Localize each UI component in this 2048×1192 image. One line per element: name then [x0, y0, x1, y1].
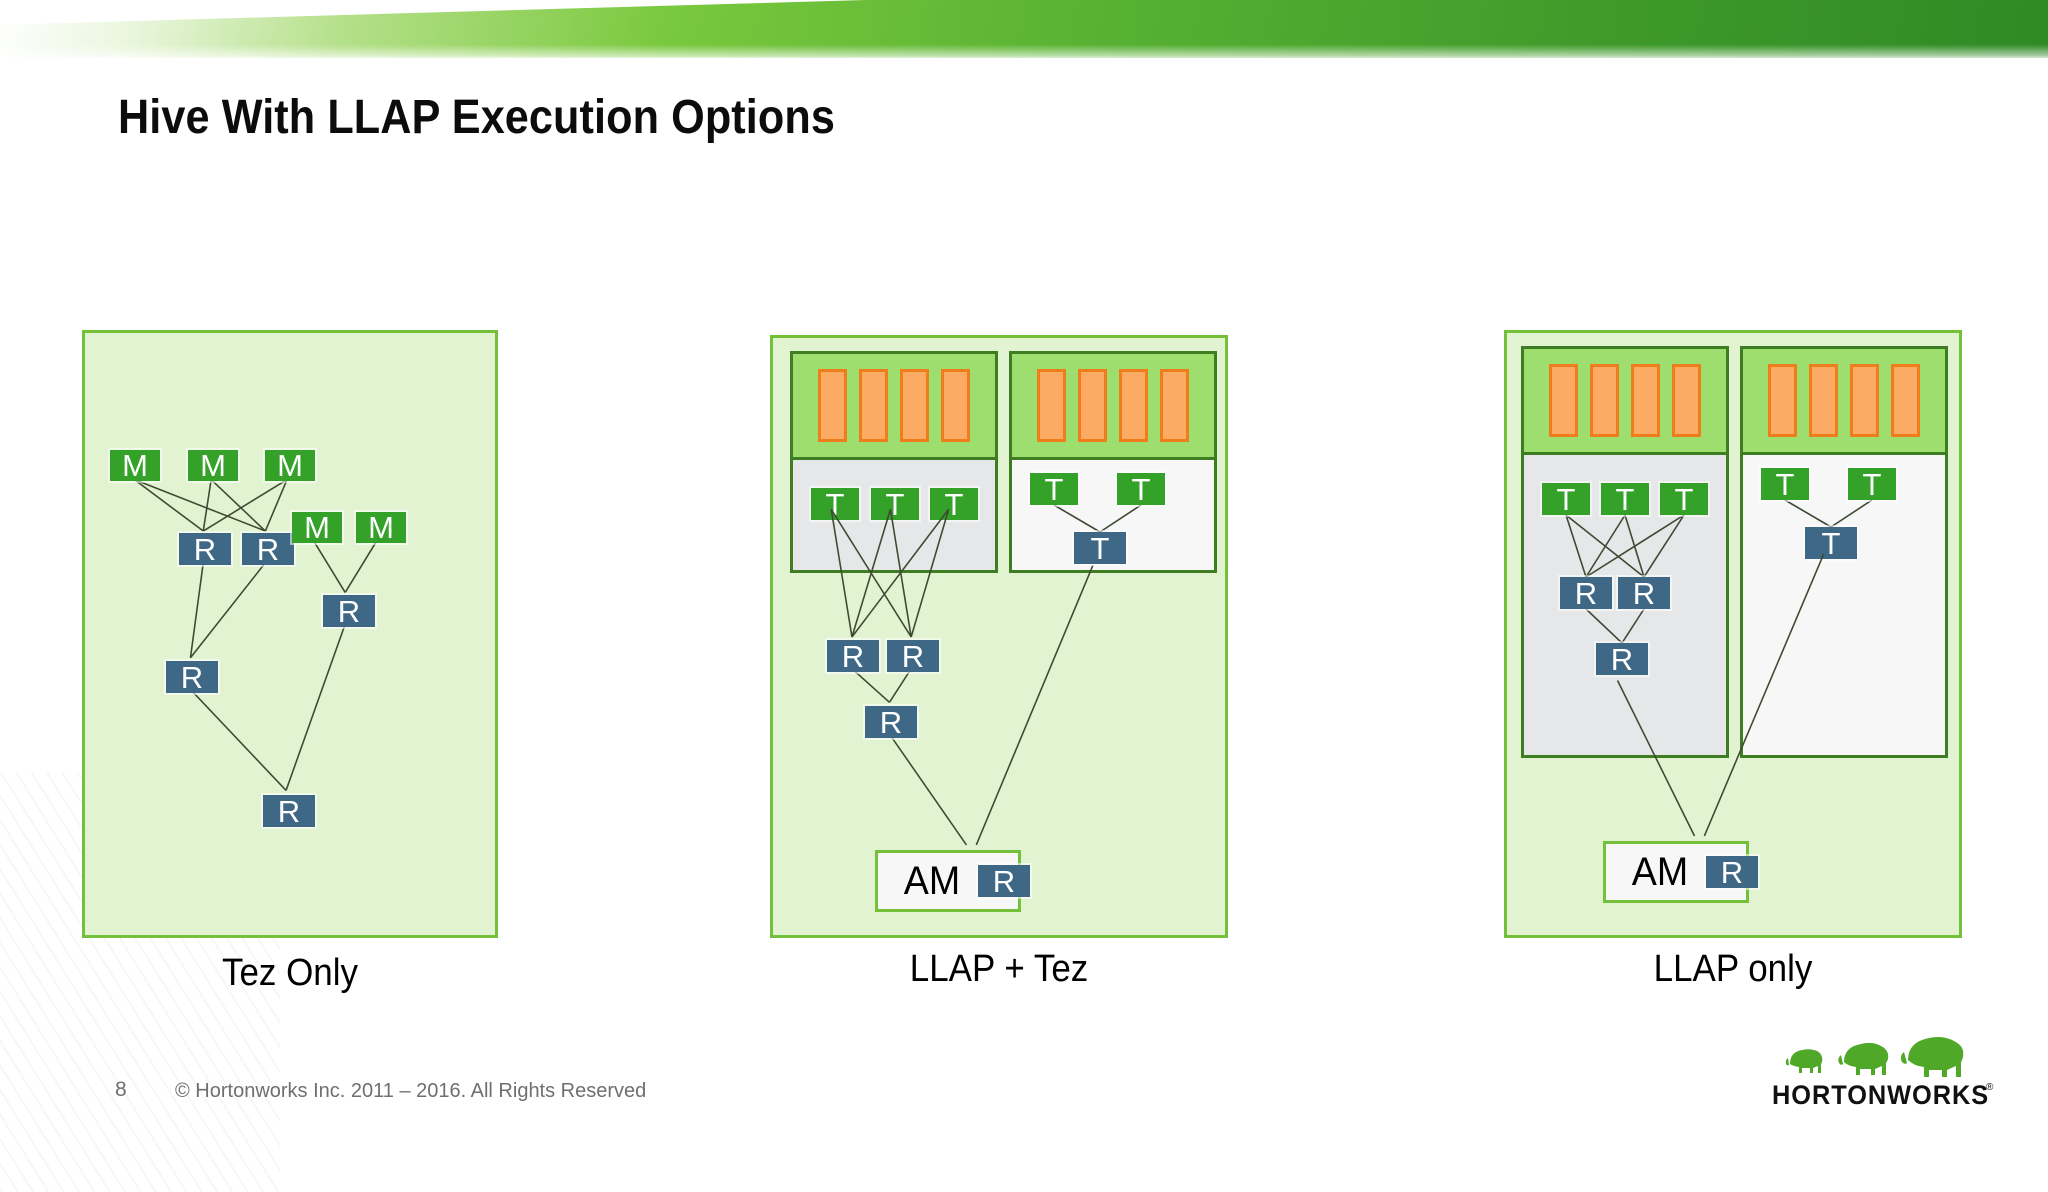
- daemon-right-edges: [1784, 499, 1873, 528]
- panel-caption-tez-only: Tez Only: [221, 952, 358, 994]
- application-master-box[interactable]: AM R: [875, 850, 1030, 912]
- node-task-blue[interactable]: T: [1074, 532, 1126, 564]
- page-title: Hive With LLAP Execution Options: [118, 91, 835, 144]
- node-reducer[interactable]: R: [263, 795, 315, 827]
- executor-slot: [941, 369, 970, 442]
- daemon-task-area: T T T: [1012, 460, 1214, 570]
- application-master-box[interactable]: AM R: [1603, 841, 1758, 903]
- node-mapper[interactable]: M: [356, 512, 406, 543]
- node-task[interactable]: T: [1601, 483, 1649, 515]
- page-number: 8: [115, 1078, 127, 1101]
- executor-slot: [1809, 364, 1838, 437]
- trademark-symbol: ®: [1986, 1082, 1994, 1093]
- node-task[interactable]: T: [871, 488, 919, 520]
- node-task[interactable]: T: [1117, 473, 1165, 505]
- hortonworks-logo: HORTONWORKS ®: [1772, 1032, 2000, 1118]
- executor-slot: [1768, 364, 1797, 437]
- llap-daemon-right[interactable]: T T T: [1009, 351, 1217, 573]
- node-task-blue[interactable]: T: [1805, 527, 1857, 559]
- node-reducer[interactable]: R: [1618, 577, 1670, 609]
- panel-tez-only: M M M R R M M R R R: [82, 330, 498, 938]
- executor-slots: [1524, 349, 1726, 455]
- executor-slot: [1160, 369, 1189, 442]
- llap-daemon-left[interactable]: T T T: [790, 351, 998, 573]
- executor-slot: [1078, 369, 1107, 442]
- top-banner: [0, 0, 2048, 60]
- node-task[interactable]: T: [1542, 483, 1590, 515]
- copyright-text: © Hortonworks Inc. 2011 – 2016. All Righ…: [175, 1080, 647, 1102]
- node-task[interactable]: T: [1030, 473, 1078, 505]
- executor-slot: [1590, 364, 1619, 437]
- node-reducer[interactable]: R: [1560, 577, 1612, 609]
- panel-tez-only-edges: [133, 478, 378, 791]
- executor-slot: [1037, 369, 1066, 442]
- executor-slot: [1850, 364, 1879, 437]
- banner-green-shape: [0, 0, 2048, 58]
- executor-slot: [1549, 364, 1578, 437]
- executor-slot: [859, 369, 888, 442]
- panel-caption-llap-only: LLAP only: [1653, 948, 1813, 990]
- executor-slot: [1119, 369, 1148, 442]
- panel-caption-llap-plus-tez: LLAP + Tez: [909, 948, 1089, 990]
- node-reducer[interactable]: R: [323, 595, 375, 627]
- executor-slots: [793, 354, 995, 460]
- node-mapper[interactable]: M: [265, 450, 315, 481]
- daemon-task-area: T T T R R R: [1524, 455, 1726, 755]
- logo-wordmark: HORTONWORKS: [1772, 1080, 1990, 1110]
- node-reducer[interactable]: R: [179, 533, 231, 565]
- node-task[interactable]: T: [811, 488, 859, 520]
- node-reducer[interactable]: R: [242, 533, 294, 565]
- node-mapper[interactable]: M: [292, 512, 342, 543]
- node-reducer[interactable]: R: [1596, 643, 1648, 675]
- executor-slot: [818, 369, 847, 442]
- executor-slots: [1743, 349, 1945, 455]
- panel-llap-only: T T T R R R T T T AM R: [1504, 330, 1962, 938]
- node-reducer[interactable]: R: [865, 706, 917, 738]
- executor-slot: [1891, 364, 1920, 437]
- llap-daemon-left[interactable]: T T T R R R: [1521, 346, 1729, 758]
- am-label: AM: [1631, 849, 1689, 894]
- am-label: AM: [903, 858, 961, 903]
- node-task[interactable]: T: [1660, 483, 1708, 515]
- node-reducer[interactable]: R: [887, 640, 939, 672]
- executor-slot: [900, 369, 929, 442]
- node-mapper[interactable]: M: [188, 450, 238, 481]
- llap-daemon-right[interactable]: T T T: [1740, 346, 1948, 758]
- node-reducer-am[interactable]: R: [978, 865, 1030, 897]
- node-task[interactable]: T: [1761, 468, 1809, 500]
- panel-llap-plus-tez: T T T T T T: [770, 335, 1228, 938]
- node-reducer[interactable]: R: [166, 661, 218, 693]
- daemon-task-area: T T T: [793, 460, 995, 570]
- executor-slots: [1012, 354, 1214, 460]
- node-reducer-am[interactable]: R: [1706, 856, 1758, 888]
- elephant-icons: [1785, 1037, 1964, 1077]
- node-mapper[interactable]: M: [110, 450, 160, 481]
- executor-slot: [1631, 364, 1660, 437]
- executor-slot: [1672, 364, 1701, 437]
- daemon-task-area: T T T: [1743, 455, 1945, 755]
- node-task[interactable]: T: [930, 488, 978, 520]
- node-task[interactable]: T: [1848, 468, 1896, 500]
- node-reducer[interactable]: R: [827, 640, 879, 672]
